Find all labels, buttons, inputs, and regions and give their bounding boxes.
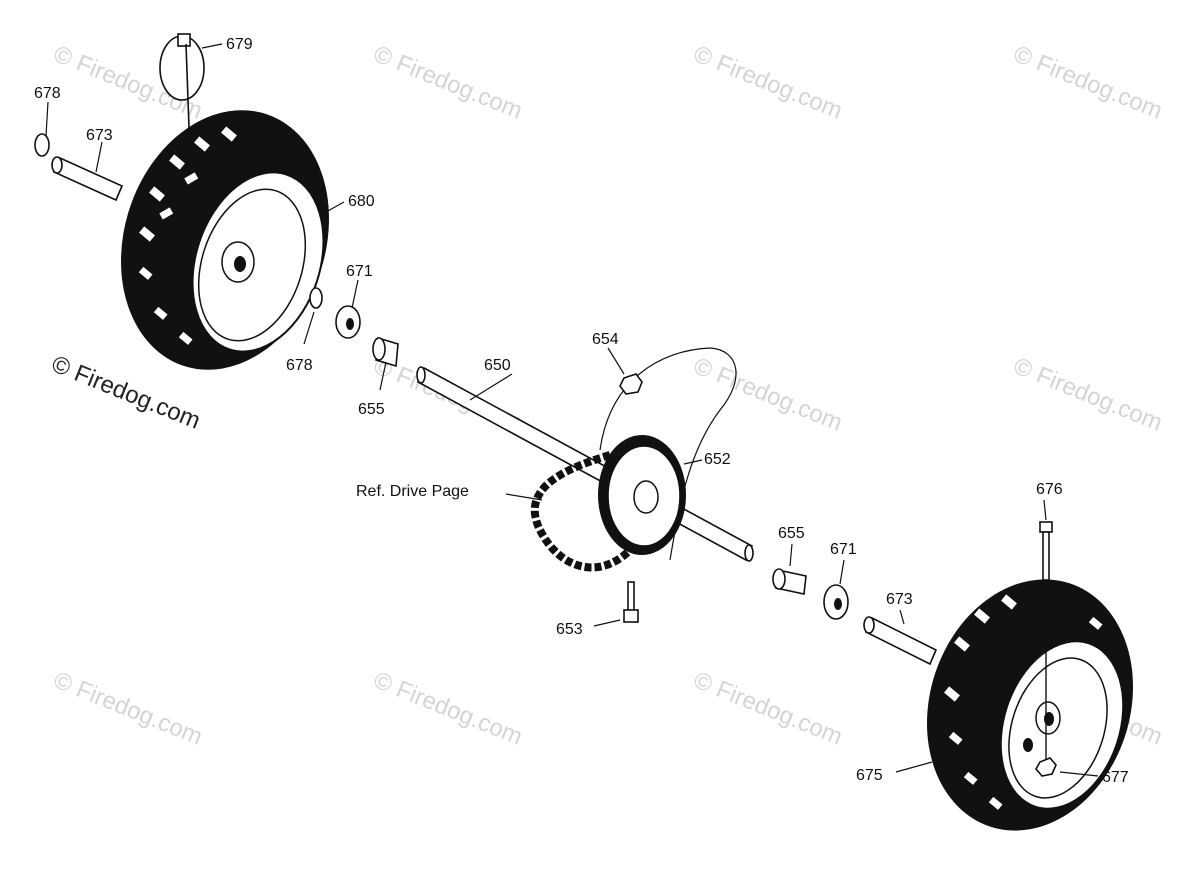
part-labels: 679 678 673 680 671 678 655 650 654 652 … <box>34 36 1129 786</box>
part-label-673-left: 673 <box>86 127 113 144</box>
part-label-654: 654 <box>592 331 619 348</box>
part-label-673-right: 673 <box>886 591 913 608</box>
watermark: © Firedog.com <box>690 353 846 437</box>
part-label-675: 675 <box>856 767 883 784</box>
bolt-653 <box>623 581 639 623</box>
part-label-678-top: 678 <box>34 85 61 102</box>
part-label-652: 652 <box>704 451 731 468</box>
nut-654 <box>619 373 643 395</box>
lynch-pin-679 <box>159 33 205 156</box>
drive-chain <box>530 451 633 572</box>
spacer-tube-673-left <box>51 156 124 202</box>
left-wheel-tire <box>121 110 329 370</box>
watermark: © Firedog.com <box>370 667 526 751</box>
watermark: © Firedog.com <box>690 667 846 751</box>
watermark: © Firedog.com <box>1010 353 1166 437</box>
right-wheel-tire <box>926 579 1134 831</box>
watermark: © Firedog.com <box>370 41 526 125</box>
watermark: © Firedog.com <box>50 667 206 751</box>
washer-678-bottom <box>309 287 323 309</box>
part-label-655-left: 655 <box>358 401 385 418</box>
part-label-677: 677 <box>1102 769 1129 786</box>
watermark: © Firedog.com <box>690 41 846 125</box>
washer-678-top <box>34 133 50 157</box>
part-label-679: 679 <box>226 36 253 53</box>
part-label-678-bottom: 678 <box>286 357 313 374</box>
tire-tread <box>944 594 1103 810</box>
bushing-655-left <box>372 336 399 368</box>
part-label-680: 680 <box>348 193 375 210</box>
spacer-tube-673-right <box>863 616 938 666</box>
part-label-653: 653 <box>556 621 583 638</box>
tire-tread <box>138 126 237 345</box>
part-label-671-right: 671 <box>830 541 857 558</box>
leader-lines <box>45 43 1099 777</box>
part-label-650: 650 <box>484 357 511 374</box>
part-label-655-right: 655 <box>778 525 805 542</box>
reference-note: Ref. Drive Page <box>356 483 469 500</box>
bushing-655-right <box>772 568 807 595</box>
nut-677 <box>1035 757 1057 777</box>
part-label-671-left: 671 <box>346 263 373 280</box>
part-label-676: 676 <box>1036 481 1063 498</box>
bolt-676 <box>1039 521 1053 762</box>
sprocket-652 <box>598 435 686 555</box>
watermark: © Firedog.com <box>1010 41 1166 125</box>
